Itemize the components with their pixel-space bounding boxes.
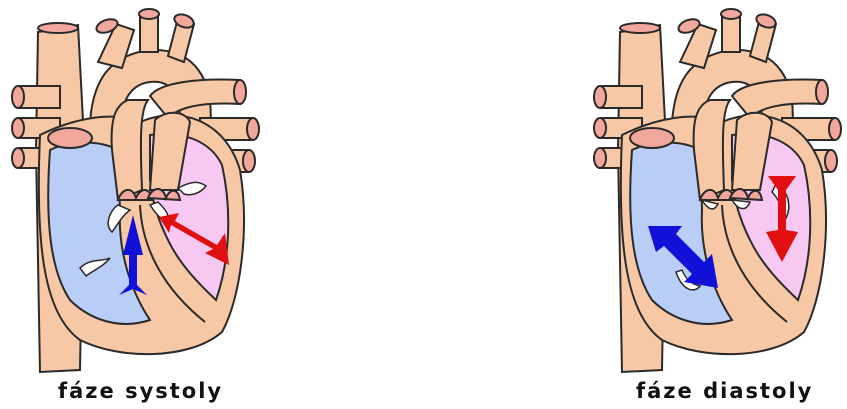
heart-illustration-systole [12, 9, 259, 372]
diastole-panel [594, 9, 841, 372]
systole-panel [12, 9, 259, 372]
caption-systole: fáze systoly [58, 379, 223, 403]
heart-illustration-diastole [594, 9, 841, 372]
caption-diastole: fáze diastoly [636, 379, 813, 403]
